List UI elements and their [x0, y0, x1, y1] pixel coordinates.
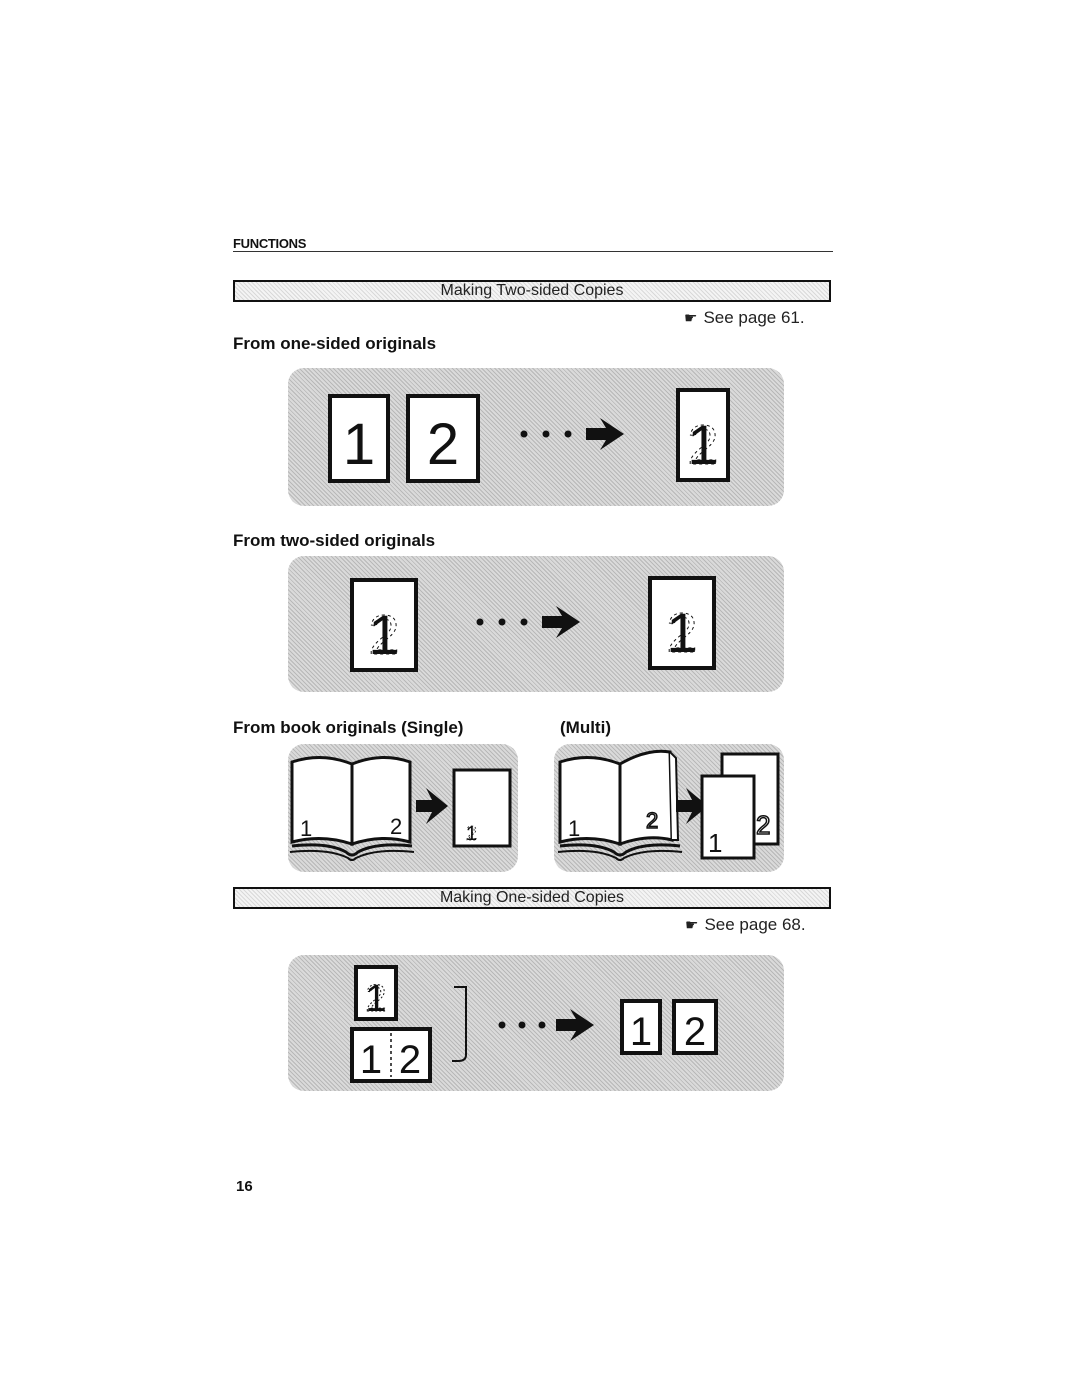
arrow-right-icon: [476, 606, 580, 638]
page-icon: 2 1: [354, 965, 398, 1021]
page-icon: 2 1: [648, 576, 716, 670]
page-icon: 2 1: [676, 388, 730, 482]
svg-text:2: 2: [399, 1038, 421, 1082]
page-icon: 1: [700, 774, 756, 860]
page-number: 16: [236, 1178, 253, 1195]
label-from-two-sided: From two-sided originals: [233, 531, 436, 550]
label-from-book-single: From book originals (Single): [233, 718, 464, 737]
svg-text:1: 1: [368, 603, 399, 666]
page-icon: 1: [620, 999, 662, 1055]
see-page-two-sided: ☛ See page 61.: [684, 308, 805, 328]
label-from-book-multi: (Multi): [560, 718, 611, 737]
see-page-one-sided: ☛ See page 68.: [685, 915, 806, 935]
diagram-two-sided-to-two-sided: 2 1 2 1: [288, 556, 784, 692]
svg-text:2: 2: [390, 814, 402, 839]
svg-text:1: 1: [365, 978, 386, 1020]
page-icon: 2: [672, 999, 718, 1055]
pointing-hand-icon: ☛: [685, 917, 699, 934]
svg-text:1: 1: [300, 816, 312, 841]
diagram-one-sided-svg: 1 2 2 1: [328, 388, 730, 483]
page-icon: 2 1: [350, 578, 418, 672]
diagram-one-sided-to-two-sided: 1 2 2 1: [288, 368, 784, 506]
arrow-right-icon: [676, 788, 708, 824]
svg-text:1: 1: [360, 1038, 382, 1082]
svg-text:1: 1: [630, 1010, 652, 1054]
section-title-one-sided: Making One-sided Copies: [233, 887, 831, 909]
diagram-one-sided-copies-svg: 2 1 1 2 1 2: [350, 965, 718, 1083]
svg-text:2: 2: [646, 808, 658, 833]
arrow-right-icon: [416, 788, 448, 824]
svg-text:2: 2: [666, 601, 697, 664]
svg-text:1: 1: [466, 823, 477, 845]
page-icon: 2 1: [452, 768, 512, 848]
arrow-right-icon: [498, 1009, 594, 1041]
open-book-icon: 1 2: [557, 749, 683, 861]
arrow-right-icon: [520, 418, 624, 450]
page-icon: 1: [328, 394, 390, 483]
see-page-text: See page 61.: [703, 308, 805, 327]
open-book-icon: 1 2: [289, 756, 415, 861]
pointing-hand-icon: ☛: [684, 310, 698, 327]
svg-text:1: 1: [708, 828, 722, 858]
diagram-two-sided-svg: 2 1 2 1: [350, 576, 716, 672]
svg-text:2: 2: [756, 810, 770, 840]
svg-text:1: 1: [687, 413, 718, 476]
svg-text:2: 2: [684, 1010, 706, 1054]
label-from-one-sided: From one-sided originals: [233, 334, 437, 353]
diagram-book-single-svg: 1 2 2 1: [289, 756, 512, 861]
svg-text:1: 1: [666, 601, 697, 664]
header-rule: [233, 251, 833, 252]
svg-text:1: 1: [343, 412, 375, 477]
diagram-book-single: 1 2 2 1: [288, 744, 518, 872]
see-page-text: See page 68.: [704, 915, 806, 934]
svg-text:2: 2: [368, 603, 399, 666]
diagram-two-sided-to-one-sided: 2 1 1 2 1 2: [288, 955, 784, 1091]
svg-text:2: 2: [687, 413, 718, 476]
svg-text:2: 2: [365, 978, 386, 1020]
svg-text:2: 2: [466, 823, 477, 845]
diagram-book-multi: 1 2 2 1: [554, 744, 784, 872]
section-title-two-sided: Making Two-sided Copies: [233, 280, 831, 302]
svg-text:1: 1: [568, 816, 580, 841]
page-icon: 1 2: [350, 1027, 432, 1083]
diagram-book-multi-svg: 1 2 2 1: [557, 749, 780, 861]
section-header: FUNCTIONS: [233, 236, 307, 251]
page-icon: 2: [406, 394, 480, 483]
svg-text:2: 2: [427, 412, 459, 477]
